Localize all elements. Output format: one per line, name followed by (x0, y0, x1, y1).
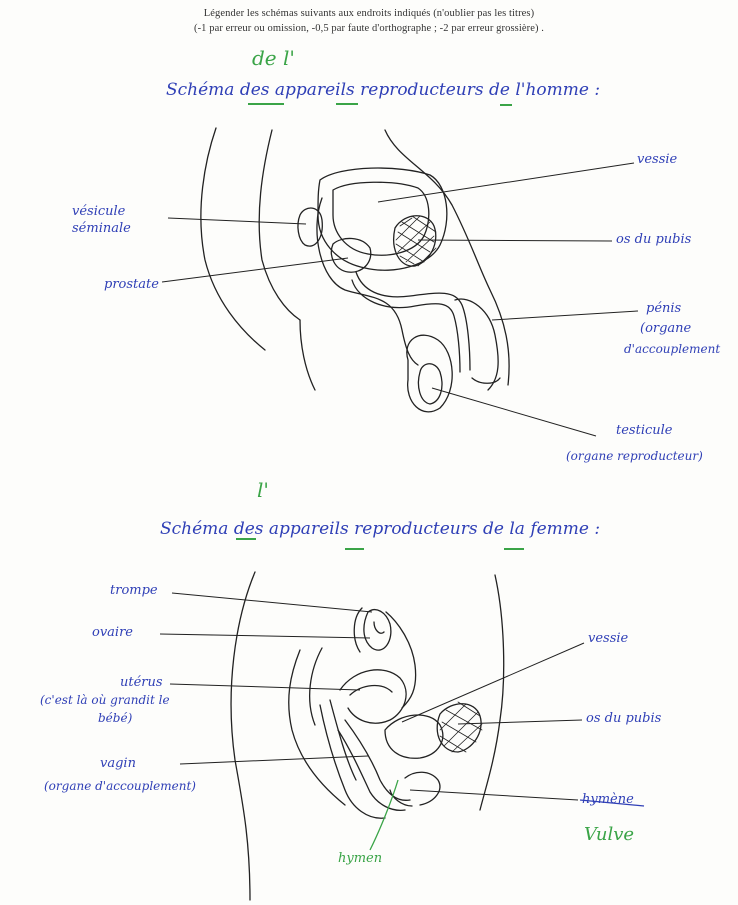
label-uterus-line1: utérus (120, 676, 163, 689)
label-vesicule-line1: vésicule (72, 205, 125, 218)
label-penis-line2: (organe (640, 322, 691, 335)
male-diagram-title: Schéma des appareils reproducteurs de l'… (166, 82, 600, 99)
label-uterus-line2: (c'est là où grandit le (40, 694, 170, 706)
male-title-correction: de l' (252, 48, 295, 68)
label-vulve-correction: Vulve (584, 826, 634, 844)
label-ovaire: ovaire (92, 626, 133, 639)
label-vagin-line1: vagin (100, 757, 136, 770)
label-testicule-line2: (organe reproducteur) (566, 450, 703, 462)
female-leader-lines (160, 593, 584, 800)
green-corrections (236, 104, 524, 850)
label-os-pubis-male: os du pubis (616, 233, 691, 246)
label-penis-line3: d'accouplement (624, 343, 720, 355)
label-uterus-line3: bébé) (98, 712, 132, 724)
label-testicule-line1: testicule (616, 424, 672, 437)
label-vagin-line2: (organe d'accouplement) (44, 780, 196, 792)
label-os-pubis-female: os du pubis (586, 712, 661, 725)
label-vesicule-line2: séminale (72, 222, 131, 235)
female-diagram-title: Schéma des appareils reproducteurs de la… (160, 521, 600, 538)
female-title-correction: l' (257, 480, 269, 500)
label-hymen-bottom: hymen (338, 852, 382, 865)
label-penis-line1: pénis (646, 302, 681, 315)
male-leader-lines (162, 163, 638, 436)
label-prostate: prostate (104, 278, 159, 291)
label-vessie-female: vessie (588, 632, 628, 645)
label-trompe: trompe (110, 584, 158, 597)
label-hymene-struck: hymène (582, 793, 634, 806)
label-vessie-male: vessie (637, 153, 677, 166)
male-anatomy-diagram (201, 128, 509, 412)
